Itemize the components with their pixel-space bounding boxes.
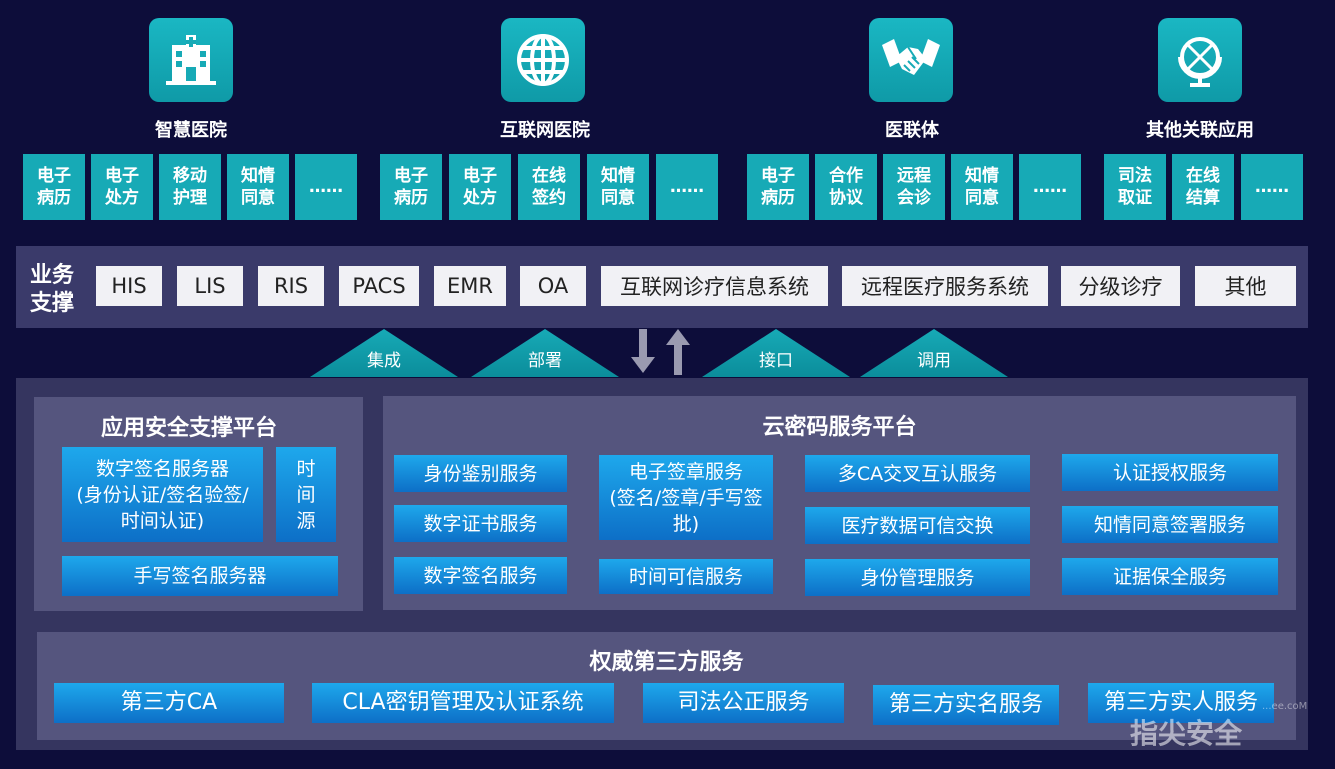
app-item[interactable]: 电子病历 bbox=[23, 154, 85, 220]
hospital-icon-tile bbox=[149, 18, 233, 102]
service-digital-signature[interactable]: 数字签名服务 bbox=[394, 557, 567, 594]
service-informed-consent[interactable]: 知情同意签署服务 bbox=[1062, 506, 1278, 543]
app-item[interactable]: 电子病历 bbox=[747, 154, 809, 220]
app-item-more[interactable]: …… bbox=[1241, 154, 1303, 220]
business-support-label: 业务支撑 bbox=[30, 263, 75, 316]
hospital-icon bbox=[166, 35, 216, 85]
globe-icon-tile bbox=[501, 18, 585, 102]
category-title: 其他关联应用 bbox=[1146, 120, 1254, 141]
world-stand-icon-tile bbox=[1158, 18, 1242, 102]
handshake-icon-tile bbox=[869, 18, 953, 102]
app-item[interactable]: 司法取证 bbox=[1104, 154, 1166, 220]
connector-invoke: 调用 bbox=[860, 329, 1008, 377]
system-oa[interactable]: OA bbox=[520, 266, 586, 306]
handshake-icon bbox=[882, 39, 940, 75]
service-medical-data-exchange[interactable]: 医疗数据可信交换 bbox=[805, 507, 1030, 544]
signature-server[interactable]: 数字签名服务器 (身份认证/签名验签/时间认证) bbox=[62, 447, 263, 542]
bidirectional-arrow-icon bbox=[631, 329, 690, 375]
app-item[interactable]: 移动护理 bbox=[159, 154, 221, 220]
service-digital-cert[interactable]: 数字证书服务 bbox=[394, 505, 567, 542]
app-item-more[interactable]: …… bbox=[656, 154, 718, 220]
connector-integrate: 集成 bbox=[310, 329, 458, 377]
app-item[interactable]: 在线结算 bbox=[1172, 154, 1234, 220]
app-item[interactable]: 知情同意 bbox=[951, 154, 1013, 220]
world-stand-icon bbox=[1178, 37, 1222, 87]
app-item[interactable]: 远程会诊 bbox=[883, 154, 945, 220]
app-security-title: 应用安全支撑平台 bbox=[100, 416, 277, 441]
system-tiered-diagnosis[interactable]: 分级诊疗 bbox=[1061, 266, 1180, 306]
app-item-more[interactable]: …… bbox=[295, 154, 357, 220]
system-internet-diagnosis[interactable]: 互联网诊疗信息系统 bbox=[601, 266, 828, 306]
connector-deploy: 部署 bbox=[471, 329, 619, 377]
app-item-more[interactable]: …… bbox=[1019, 154, 1081, 220]
service-trusted-time[interactable]: 时间可信服务 bbox=[599, 559, 773, 594]
handwriting-server[interactable]: 手写签名服务器 bbox=[62, 556, 338, 596]
system-ris[interactable]: RIS bbox=[258, 266, 324, 306]
third-party-title: 权威第三方服务 bbox=[589, 650, 744, 675]
category-title: 医联体 bbox=[885, 120, 939, 141]
app-item[interactable]: 知情同意 bbox=[227, 154, 289, 220]
category-title: 互联网医院 bbox=[500, 120, 590, 141]
app-item[interactable]: 电子处方 bbox=[91, 154, 153, 220]
cloud-crypto-title: 云密码服务平台 bbox=[762, 415, 917, 440]
connector-interface: 接口 bbox=[702, 329, 850, 377]
third-party-ca[interactable]: 第三方CA bbox=[54, 683, 284, 723]
service-identity-management[interactable]: 身份管理服务 bbox=[805, 559, 1030, 596]
app-item[interactable]: 知情同意 bbox=[587, 154, 649, 220]
app-item[interactable]: 合作协议 bbox=[815, 154, 877, 220]
third-party-judicial[interactable]: 司法公正服务 bbox=[643, 683, 844, 723]
service-authorization[interactable]: 认证授权服务 bbox=[1062, 454, 1278, 491]
app-item[interactable]: 电子处方 bbox=[449, 154, 511, 220]
time-source[interactable]: 时间源 bbox=[276, 447, 336, 542]
app-item[interactable]: 在线签约 bbox=[518, 154, 580, 220]
service-multi-ca[interactable]: 多CA交叉互认服务 bbox=[805, 455, 1030, 492]
third-party-realperson[interactable]: 第三方实人服务 bbox=[1088, 683, 1274, 723]
service-evidence-preservation[interactable]: 证据保全服务 bbox=[1062, 558, 1278, 595]
service-e-seal[interactable]: 电子签章服务 (签名/签章/手写签批) bbox=[599, 455, 773, 540]
system-remote-medical[interactable]: 远程医疗服务系统 bbox=[842, 266, 1048, 306]
app-item[interactable]: 电子病历 bbox=[380, 154, 442, 220]
watermark-logo: 指尖安全 bbox=[1130, 717, 1243, 750]
third-party-cla[interactable]: CLA密钥管理及认证系统 bbox=[312, 683, 614, 723]
service-identity-auth[interactable]: 身份鉴别服务 bbox=[394, 455, 567, 492]
globe-icon bbox=[517, 34, 569, 86]
system-his[interactable]: HIS bbox=[96, 266, 162, 306]
system-emr[interactable]: EMR bbox=[434, 266, 506, 306]
system-pacs[interactable]: PACS bbox=[339, 266, 419, 306]
watermark-url: ...ee.coM bbox=[1262, 701, 1308, 712]
category-title: 智慧医院 bbox=[155, 120, 227, 141]
system-lis[interactable]: LIS bbox=[177, 266, 243, 306]
system-other[interactable]: 其他 bbox=[1195, 266, 1296, 306]
third-party-realname[interactable]: 第三方实名服务 bbox=[873, 685, 1059, 725]
